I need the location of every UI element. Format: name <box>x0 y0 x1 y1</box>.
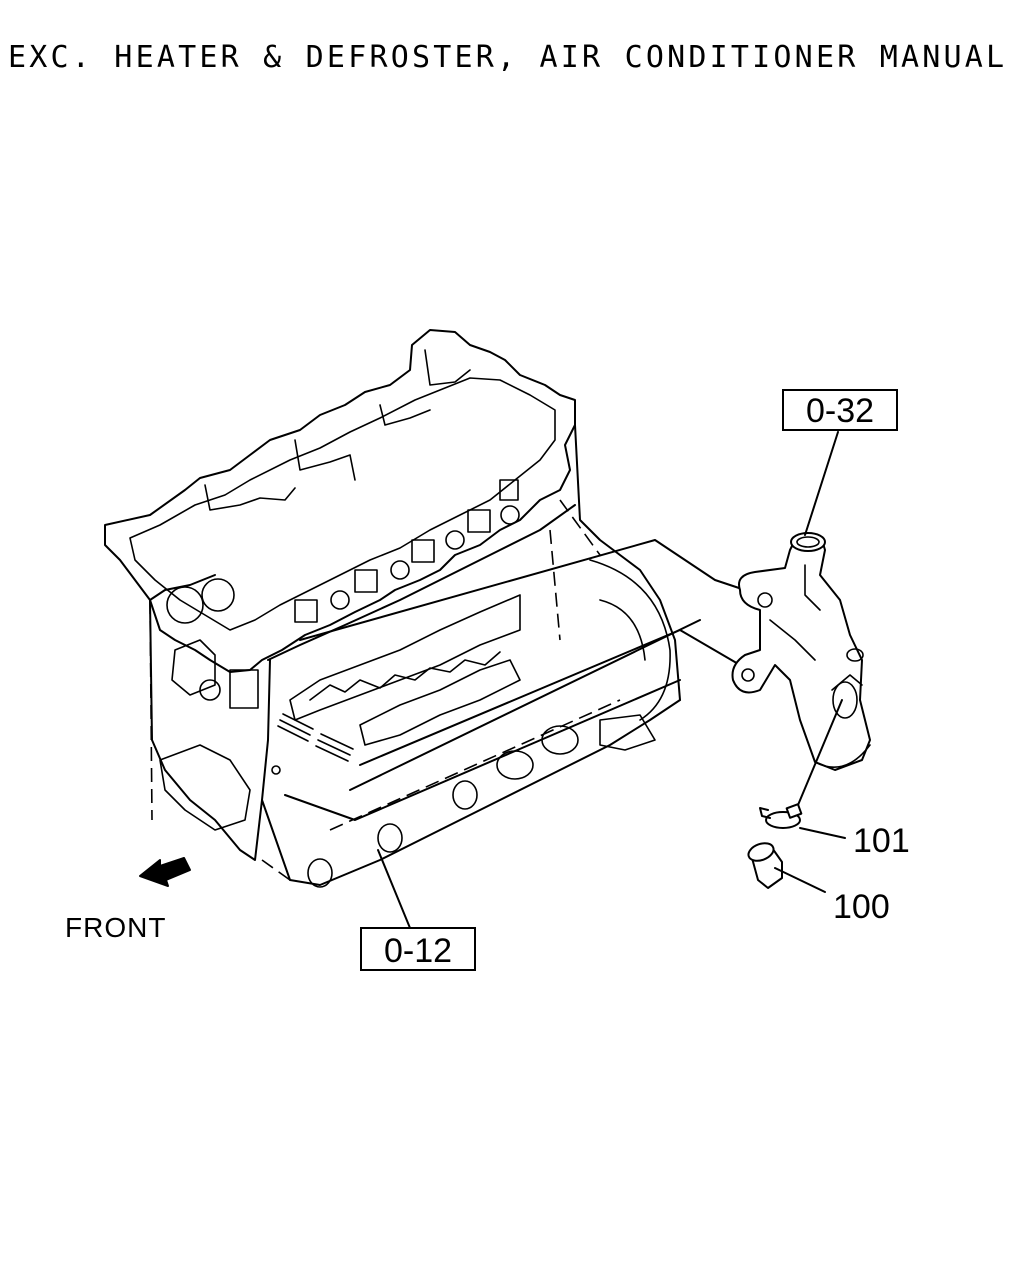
engine-block <box>104 329 681 888</box>
front-arrow-icon <box>139 857 191 887</box>
assembly-lines <box>284 539 746 821</box>
page-title: EXC. HEATER & DEFROSTER, AIR CONDITIONER… <box>8 40 1018 75</box>
clamp-leader-line <box>797 699 843 806</box>
ref-box-upper: 0-32 <box>782 389 898 536</box>
front-label: FRONT <box>65 912 166 943</box>
water-hose <box>747 842 826 893</box>
ref-label-lower: 0-12 <box>384 932 452 970</box>
ref-box-lower: 0-12 <box>360 849 476 971</box>
hose-clamp <box>759 803 846 839</box>
callout-101: 101 <box>853 822 910 860</box>
water-outlet-pipe <box>731 532 871 771</box>
ref-label-upper: 0-32 <box>806 392 874 430</box>
callout-100: 100 <box>833 888 890 926</box>
